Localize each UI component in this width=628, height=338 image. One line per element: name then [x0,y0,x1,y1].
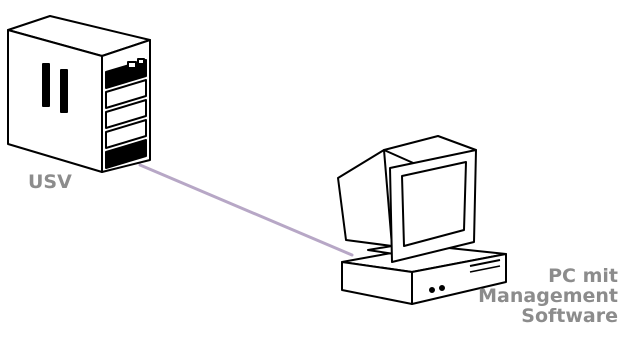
pc-label-line-3: Software [418,306,618,326]
pc-label-line-2: Management [418,286,618,306]
ups-tower-icon [8,16,150,172]
ups-label: USV [28,172,72,192]
pc-label-line-1: PC mit [418,266,618,286]
pc-label: PC mit Management Software [418,266,618,326]
connection-cable [140,165,352,255]
